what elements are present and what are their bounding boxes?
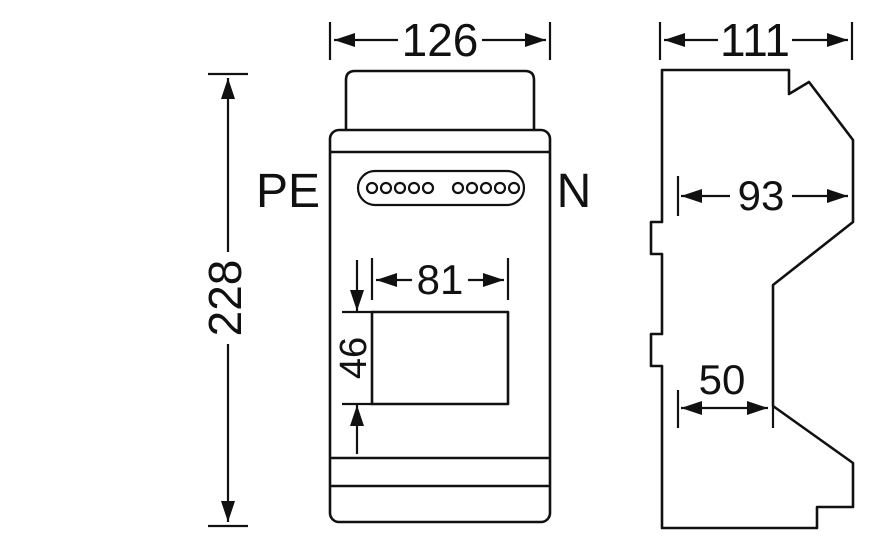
dimension-height-228: 228: [199, 72, 251, 528]
terminal-hole: [465, 181, 479, 195]
terminal-hole: [421, 181, 435, 195]
terminal-hole: [393, 181, 407, 195]
front-body: [328, 128, 552, 524]
dimension-front-width-126: 126: [328, 14, 552, 66]
dim-text-height: 228: [199, 260, 251, 337]
terminal-hole: [479, 181, 493, 195]
terminal-hole: [493, 181, 507, 195]
terminal-hole: [451, 181, 465, 195]
terminal-hole: [379, 181, 393, 195]
front-top-cap: [344, 69, 536, 131]
dimension-window-height-46: 46: [333, 260, 375, 454]
terminal-hole: [365, 181, 379, 195]
dim-text-side-depth: 93: [738, 172, 785, 219]
dimension-side-width-111: 111: [658, 14, 854, 66]
dim-text-side-width: 111: [720, 14, 790, 66]
dim-text-front-width: 126: [402, 14, 479, 66]
side-outline: [649, 68, 855, 530]
pe-terminal-label: PE: [256, 165, 320, 218]
terminal-holes-left-group: [365, 181, 435, 195]
front-window: [370, 310, 510, 406]
dim-text-side-base-depth: 50: [699, 356, 746, 403]
dim-text-window-width: 81: [417, 256, 464, 303]
terminal-strip: [356, 169, 526, 207]
terminal-hole: [407, 181, 421, 195]
front-view: PE N: [256, 69, 592, 524]
side-view: [649, 68, 855, 530]
terminal-hole: [507, 181, 521, 195]
dimension-window-width-81: 81: [370, 256, 510, 303]
dimension-side-base-depth-50: 50: [676, 356, 768, 428]
n-terminal-label: N: [557, 165, 592, 218]
dimension-side-depth-93: 93: [676, 172, 848, 219]
terminal-holes-right-group: [451, 181, 521, 195]
dim-text-window-height: 46: [333, 337, 375, 379]
